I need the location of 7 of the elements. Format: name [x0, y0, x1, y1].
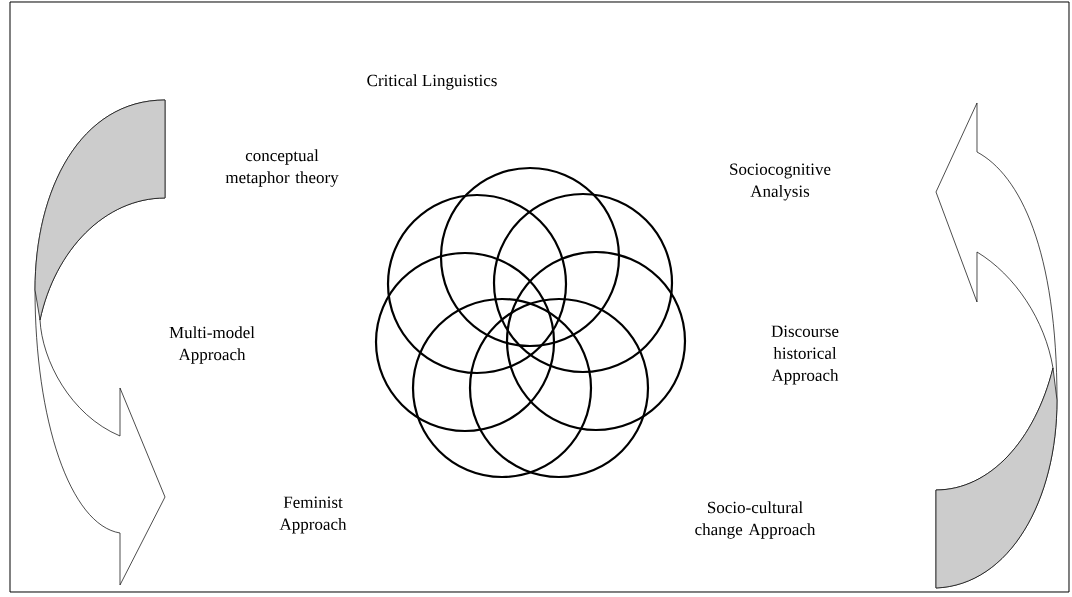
- approach-label: Multi-model Approach: [169, 326, 255, 364]
- approach-label: conceptual metaphor theory: [225, 149, 339, 187]
- approach-label: Sociocognitive Analysis: [730, 163, 831, 201]
- approach-label: Discourse historical Approach: [771, 325, 839, 385]
- heading: Critical Linguistics: [367, 74, 497, 90]
- approach-label: Socio-cultural change Approach: [695, 501, 816, 539]
- approach-label: Feminist Approach: [279, 496, 347, 534]
